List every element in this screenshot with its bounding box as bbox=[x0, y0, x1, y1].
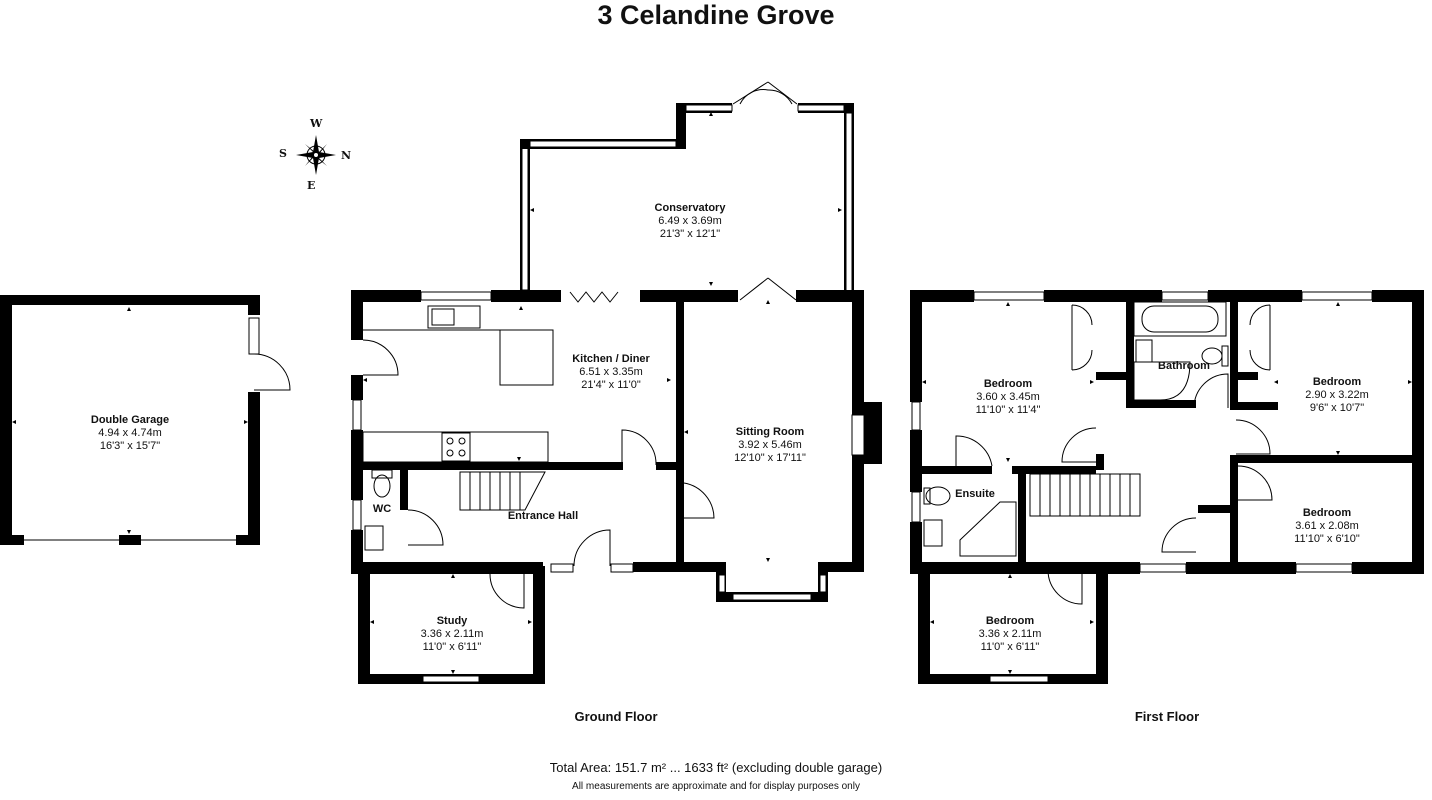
floor-label-ground: Ground Floor bbox=[574, 709, 658, 724]
room-label-sitting: Sitting Room 3.92 x 5.46m 12'10" x 17'11… bbox=[734, 426, 806, 464]
total-area: Total Area: 151.7 m² ... 1633 ft² (exclu… bbox=[549, 760, 883, 775]
room-label-study: Study 3.36 x 2.11m 11'0" x 6'11" bbox=[420, 615, 484, 653]
room-label-bathroom: Bathroom bbox=[1158, 360, 1210, 372]
room-label-bedroom-2: Bedroom 2.90 x 3.22m 9'6" x 10'7" bbox=[1305, 376, 1369, 414]
dimension-arrows bbox=[12, 112, 1412, 674]
room-label-wc: WC bbox=[372, 503, 392, 515]
floor-label-first: First Floor bbox=[1134, 709, 1200, 724]
room-label-hall: Entrance Hall bbox=[507, 510, 579, 522]
disclaimer: All measurements are approximate and for… bbox=[572, 781, 860, 792]
conservatory-walls bbox=[520, 81, 854, 292]
compass-icon bbox=[296, 135, 336, 175]
room-label-garage: Double Garage 4.94 x 4.74m 16'3" x 15'7" bbox=[90, 414, 170, 452]
compass-label-right: N bbox=[341, 149, 352, 162]
compass-label-top: W bbox=[310, 117, 323, 130]
room-label-bedroom-1: Bedroom 3.60 x 3.45m 11'10" x 11'4" bbox=[975, 378, 1041, 416]
ground-floor-walls bbox=[351, 277, 882, 684]
garage-walls bbox=[0, 295, 291, 545]
first-floor-walls bbox=[910, 290, 1424, 684]
room-label-kitchen: Kitchen / Diner 6.51 x 3.35m 21'4" x 11'… bbox=[572, 353, 650, 391]
room-label-ensuite: Ensuite bbox=[955, 488, 995, 500]
plan-title: 3 Celandine Grove bbox=[597, 0, 835, 30]
room-label-bedroom-3: Bedroom 3.61 x 2.08m 11'10" x 6'10" bbox=[1294, 507, 1360, 545]
compass-label-left: S bbox=[279, 147, 287, 160]
room-label-conservatory: Conservatory 6.49 x 3.69m 21'3" x 12'1" bbox=[654, 202, 726, 240]
compass-label-bottom: E bbox=[307, 179, 316, 192]
room-label-bedroom-4: Bedroom 3.36 x 2.11m 11'0" x 6'11" bbox=[978, 615, 1042, 653]
kitchen-fittings bbox=[362, 305, 554, 551]
